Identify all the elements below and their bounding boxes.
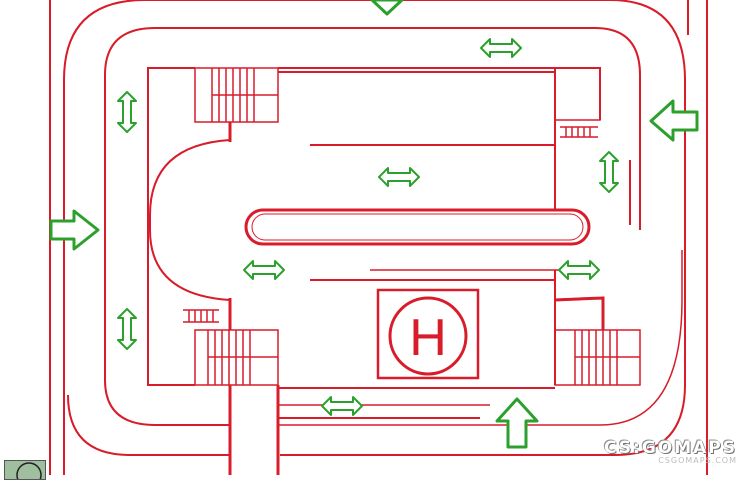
arrow-icon-left-entry [649,99,699,142]
inner-right-wall [555,67,601,120]
watermark-url: CSGOMAPS.COM [658,456,737,465]
watermark: CS:GOMAPS CSGOMAPS.COM [604,438,737,465]
ramp-ring-outer [63,0,686,475]
double-arrow-icon [117,38,619,416]
inner-curve [149,139,231,301]
double-arrow-h [243,260,285,280]
inner-boundary [147,67,195,386]
double-arrow-v [117,91,137,133]
watermark-logo: CS:GOMAPS [603,438,737,458]
double-arrow-h [558,260,600,280]
central-barrier [244,208,591,246]
ramp-ring-outer-2 [67,394,230,456]
arrow-icon-right-entry [49,209,100,251]
stairs-icon [183,67,641,386]
ramp-ring-middle-bottom [104,379,230,426]
helipad-letter: H [409,309,447,367]
arrow-icon-up [495,397,539,449]
helipad-icon: H [376,288,480,380]
double-arrow-v [117,308,137,350]
ramp-ring-middle-right [278,250,683,426]
double-arrow-h [378,167,420,187]
central-barrier-inner [251,213,584,241]
ramp-ring-middle [104,27,641,380]
map-corner-icon [4,460,46,480]
double-arrow-h [321,396,363,416]
arrow-icon [49,0,699,449]
inner-curve-right [554,296,605,330]
arrow-icon-top [370,0,404,16]
double-arrow-v [599,151,619,193]
double-arrow-h [480,38,522,58]
